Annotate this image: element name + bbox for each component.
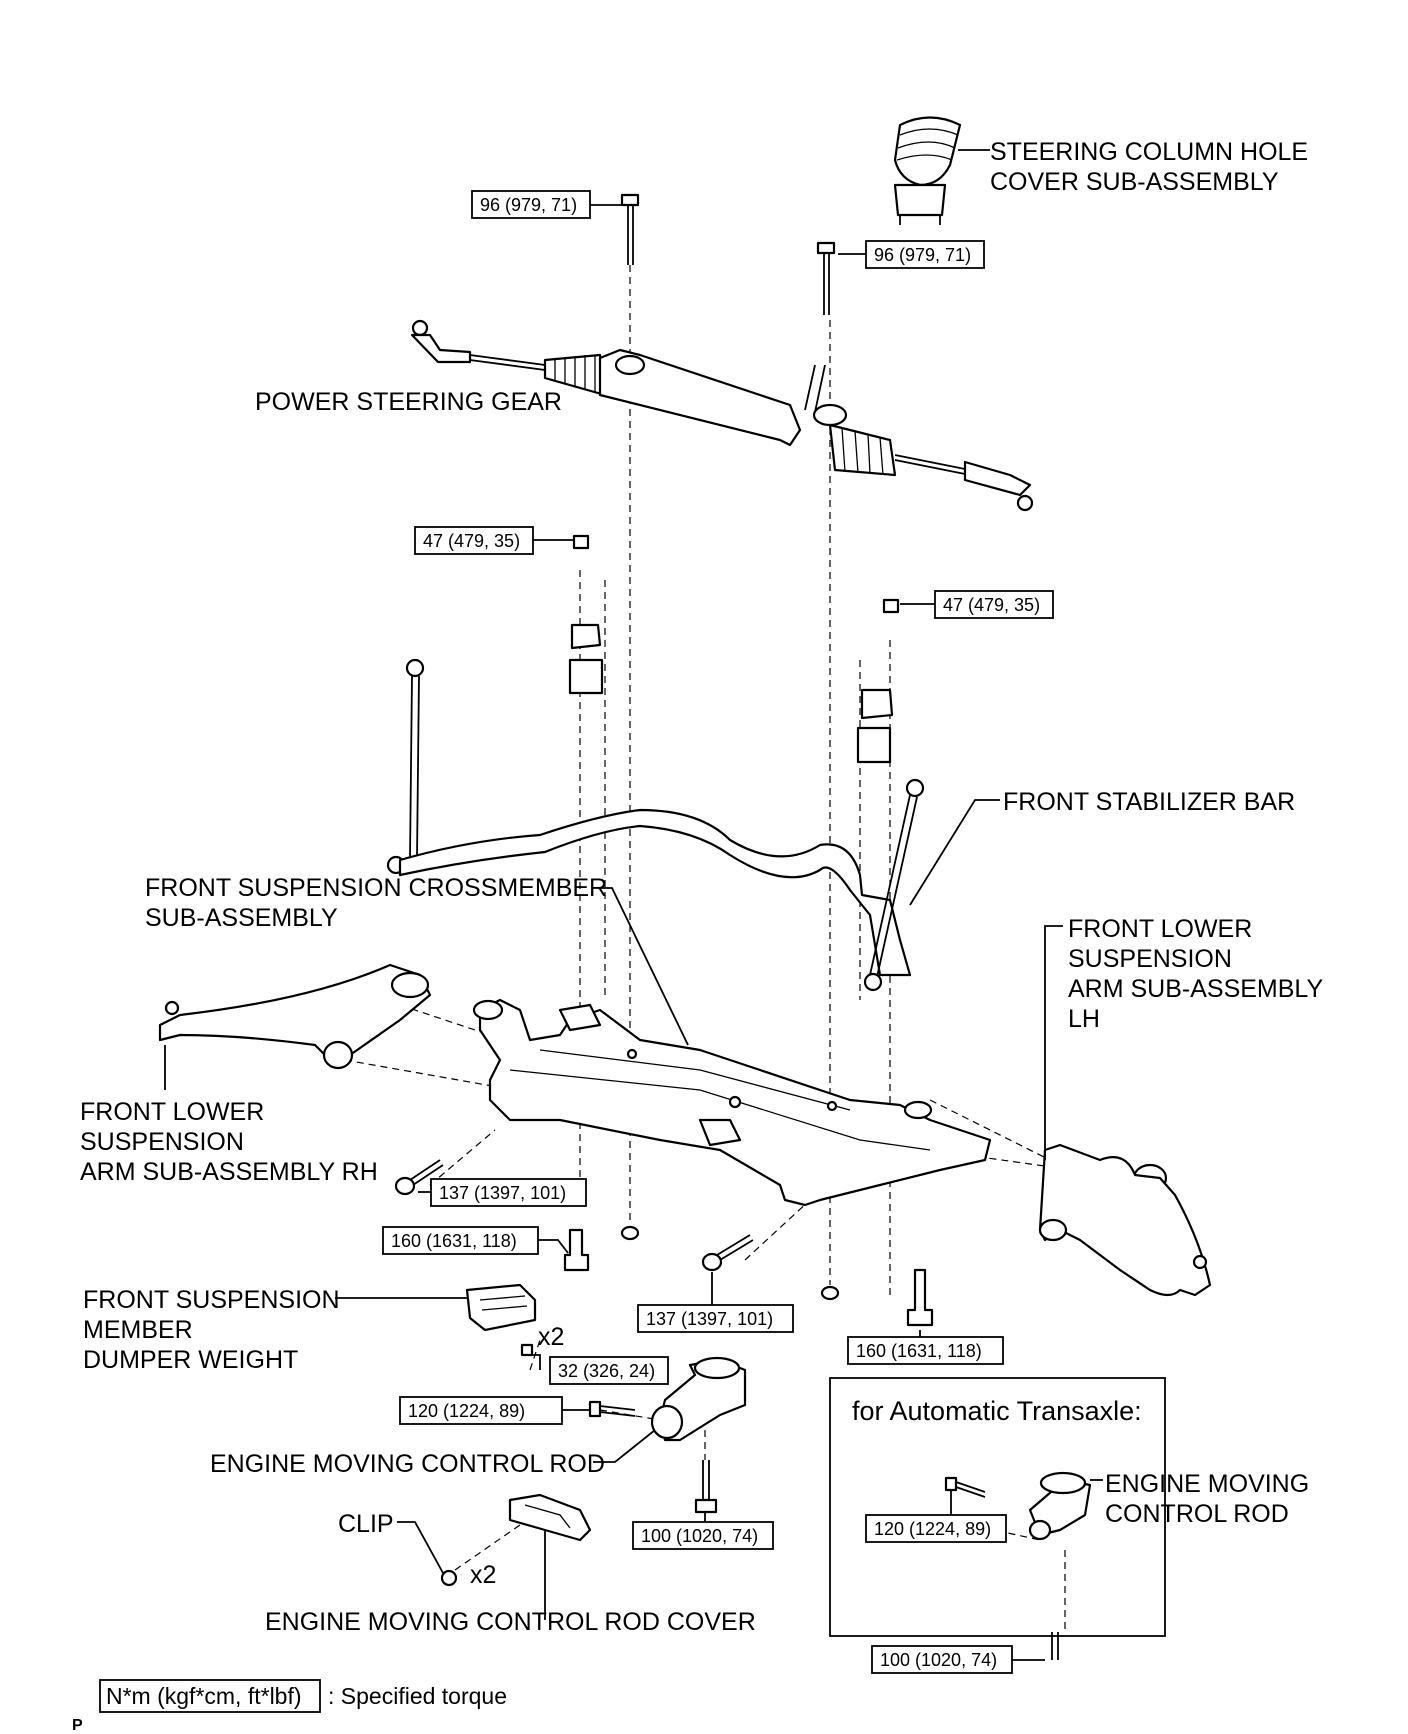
label-dumper-weight-1: FRONT SUSPENSION [83,1286,340,1314]
torque-dumper-bolt: 32 (326, 24) [558,1361,655,1381]
label-dumper-weight-3: DUMPER WEIGHT [83,1346,298,1374]
torque-auto-rod-bolt-front: 120 (1224, 89) [874,1519,991,1539]
label-front-stabilizer-bar: FRONT STABILIZER BAR [1003,788,1295,816]
torque-arm-bolt-lh: 137 (1397, 101) [646,1309,773,1329]
leader-lines [164,149,1103,1661]
front-lower-arm-rh [158,963,432,1070]
label-lower-arm-rh-1: FRONT LOWER [80,1098,264,1126]
engine-moving-control-rod [588,1356,747,1514]
torque-gear-bolt-right: 96 (979, 71) [874,245,971,265]
front-suspension-crossmember [472,998,992,1207]
torque-stab-bracket-right: 47 (479, 35) [943,595,1040,615]
torque-boxes: 96 (979, 71) 96 (979, 71) 47 (479, 35) 4… [382,190,1054,1674]
front-lower-arm-lh [1038,1143,1212,1297]
label-auto-transaxle-title: for Automatic Transaxle: [852,1396,1142,1426]
label-qty-clip: x2 [470,1561,496,1589]
torque-rod-bolt-front: 120 (1224, 89) [408,1401,525,1421]
label-crossmember-1: FRONT SUSPENSION CROSSMEMBER [145,874,607,902]
label-qty-dumper: x2 [538,1323,564,1351]
stabilizer-brackets [568,534,900,764]
label-auto-engine-rod-2: CONTROL ROD [1105,1500,1289,1528]
label-steering-cover-2: COVER SUB-ASSEMBLY [990,168,1279,196]
torque-stab-bracket-left: 47 (479, 35) [423,531,520,551]
torque-gear-bolt-left: 96 (979, 71) [480,195,577,215]
label-steering-cover-1: STEERING COLUMN HOLE [990,138,1308,166]
label-lower-arm-lh-4: LH [1068,1005,1100,1033]
label-auto-engine-rod-1: ENGINE MOVING [1105,1470,1309,1498]
label-crossmember-2: SUB-ASSEMBLY [145,904,338,932]
torque-legend: N*m (kgf*cm, ft*lbf) : Specified torque … [72,1679,507,1734]
label-clip: CLIP [338,1510,394,1538]
label-engine-rod-cover: ENGINE MOVING CONTROL ROD COVER [265,1608,756,1636]
legend-text: : Specified torque [328,1683,507,1709]
legend-unit-box: N*m (kgf*cm, ft*lbf) [106,1683,302,1709]
label-lower-arm-rh-2: SUSPENSION [80,1128,244,1156]
torque-crossmember-bolt-lh: 160 (1631, 118) [856,1341,982,1361]
footer-mark: P [72,1717,83,1734]
torque-crossmember-bolt-rh: 160 (1631, 118) [391,1231,517,1251]
power-steering-gear [410,193,1034,512]
label-lower-arm-lh-1: FRONT LOWER [1068,915,1252,943]
dumper-weight [465,1283,537,1357]
torque-arm-bolt-rh: 137 (1397, 101) [439,1183,566,1203]
torque-rod-bolt-lower: 100 (1020, 74) [641,1526,758,1546]
steering-column-hole-cover [893,116,962,225]
part-labels: STEERING COLUMN HOLE COVER SUB-ASSEMBLY … [80,138,1323,1636]
label-dumper-weight-2: MEMBER [83,1316,193,1344]
automatic-transaxle-box [829,1377,1166,1660]
label-lower-arm-lh-2: SUSPENSION [1068,945,1232,973]
label-lower-arm-lh-3: ARM SUB-ASSEMBLY [1068,975,1323,1003]
mounting-bolts [394,1159,934,1327]
label-engine-rod: ENGINE MOVING CONTROL ROD [210,1450,605,1478]
torque-auto-rod-bolt-lower: 100 (1020, 74) [880,1650,997,1670]
engine-moving-control-rod-cover [440,1493,592,1587]
label-lower-arm-rh-3: ARM SUB-ASSEMBLY RH [80,1158,378,1186]
front-stabilizer-bar [386,658,925,992]
label-power-steering-gear: POWER STEERING GEAR [255,388,562,416]
